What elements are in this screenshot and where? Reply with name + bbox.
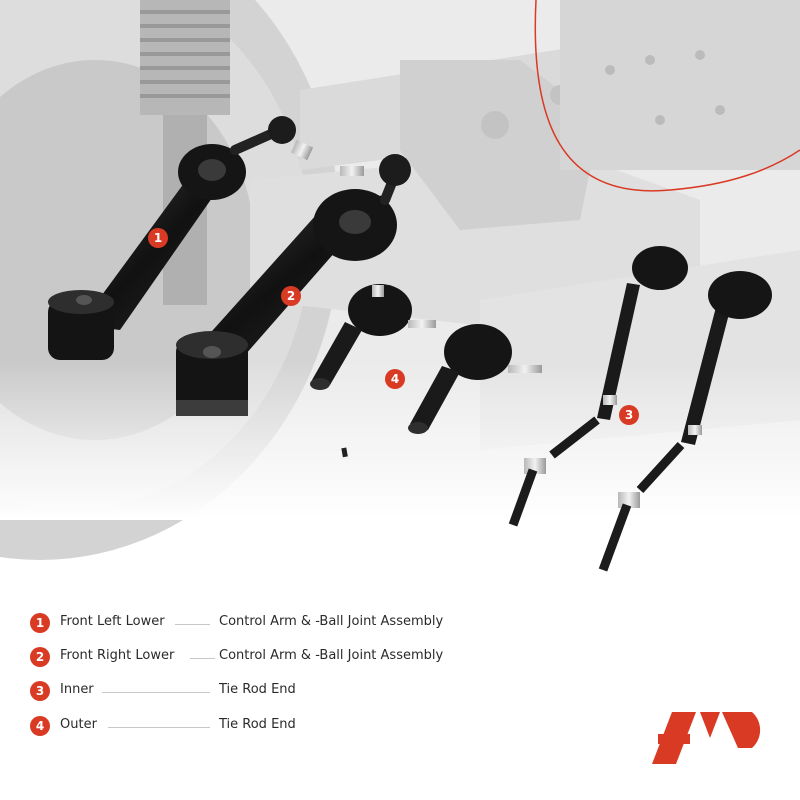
legend-description: Tie Rod End (219, 717, 296, 732)
callout-badge-2: 2 (281, 286, 301, 306)
callout-badge-3: 3 (619, 405, 639, 425)
legend-name: Outer (60, 717, 97, 732)
legend-name: Front Left Lower (60, 614, 165, 629)
legend-description: Tie Rod End (219, 682, 296, 697)
legend-description: Control Arm & -Ball Joint Assembly (219, 648, 444, 663)
leader-line (190, 658, 215, 659)
accent-arc (534, 0, 800, 192)
callout-badge-4: 4 (385, 369, 405, 389)
leader-line (175, 624, 210, 625)
ap-brand-logo (652, 712, 761, 764)
inner-tie-rod-end-right (598, 271, 772, 572)
legend-row-1: 1 Front Left Lower Control Arm & -Ball J… (30, 611, 470, 635)
legend-row-4: 4 Outer Tie Rod End (30, 714, 470, 738)
inner-tie-rod-end-left (508, 246, 688, 527)
legend-badge: 1 (30, 613, 50, 633)
legend-row-3: 3 Inner Tie Rod End (30, 679, 470, 703)
callout-badge-1: 1 (148, 228, 168, 248)
legend-badge: 3 (30, 681, 50, 701)
control-arm-right (176, 154, 411, 416)
legend-name: Front Right Lower (60, 648, 175, 663)
legend-description: Control Arm & -Ball Joint Assembly (219, 614, 444, 629)
legend-badge: 4 (30, 716, 50, 736)
cotter-pin (341, 447, 348, 458)
leader-line (108, 727, 210, 728)
legend-name: Inner (60, 682, 94, 697)
outer-tie-rod-end-right (408, 324, 542, 434)
legend-row-2: 2 Front Right Lower Control Arm & -Ball … (30, 645, 470, 669)
leader-line (102, 692, 210, 693)
outer-tie-rod-end-left (310, 284, 436, 390)
legend-badge: 2 (30, 647, 50, 667)
